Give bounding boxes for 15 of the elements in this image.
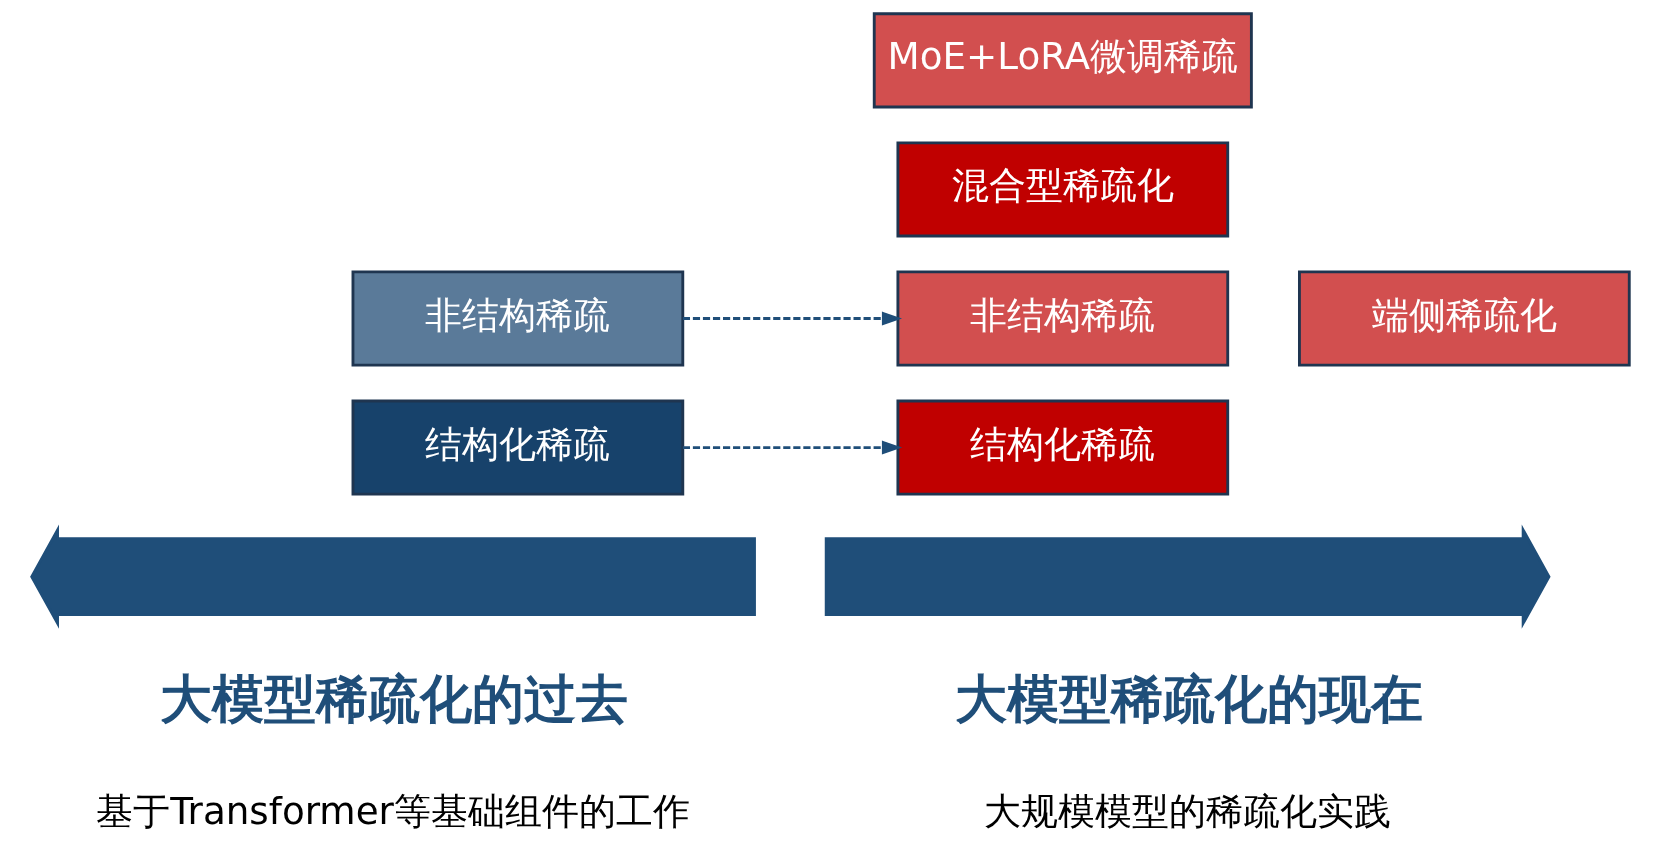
node-arrow bbox=[824, 524, 1551, 629]
node-box: 非结构稀疏 bbox=[351, 270, 684, 367]
label: 基于Transformer等基础组件的工作 bbox=[95, 788, 690, 833]
node-box: 结构化稀疏 bbox=[351, 399, 684, 496]
label: 大模型稀疏化的现在 bbox=[954, 668, 1423, 729]
node-box: MoE+LoRA微调稀疏 bbox=[872, 12, 1253, 109]
node-box: 混合型稀疏化 bbox=[895, 141, 1229, 238]
node-box: 非结构稀疏 bbox=[895, 270, 1229, 367]
node-box: 端侧稀疏化 bbox=[1297, 270, 1631, 367]
node-box: 结构化稀疏 bbox=[895, 399, 1229, 496]
label: 大模型稀疏化的过去 bbox=[159, 668, 628, 729]
arrow bbox=[682, 311, 902, 326]
label: 大规模模型的稀疏化实践 bbox=[983, 788, 1391, 833]
arrow bbox=[682, 440, 902, 455]
node-arrow bbox=[29, 524, 756, 629]
